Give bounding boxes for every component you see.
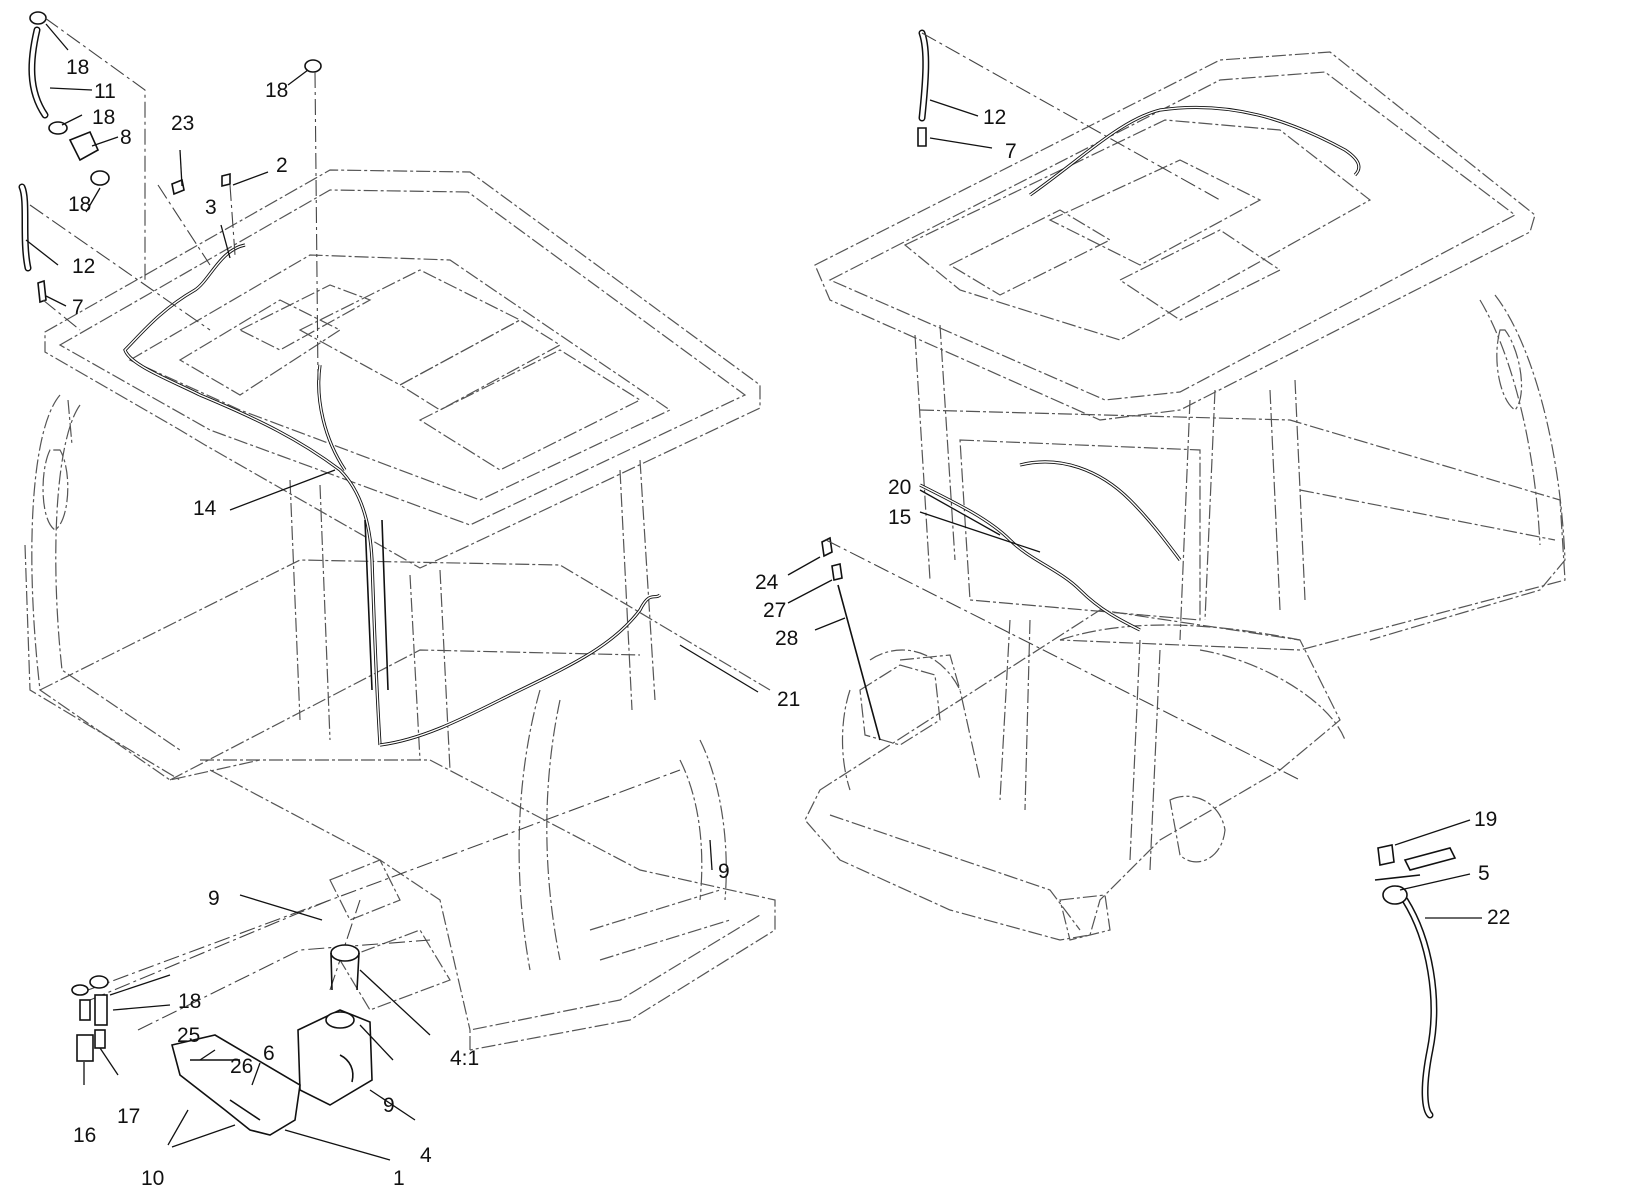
callout-label: 21: [777, 688, 800, 711]
callout-label: 6: [263, 1042, 275, 1065]
coolant-hose-route-left: [123, 243, 662, 747]
callout-label: 10: [141, 1167, 164, 1190]
callout-label: 8: [120, 126, 132, 149]
coolant-reservoir-icon: [171, 944, 373, 1136]
callout-label: 23: [171, 112, 194, 135]
callout-label: 16: [73, 1124, 96, 1147]
callout-label: 4:1: [450, 1047, 479, 1070]
overflow-hose-right: [1374, 844, 1457, 1119]
fittings-small-parts: [71, 975, 109, 1062]
callout-label: 9: [718, 860, 730, 883]
drain-line-right: [821, 536, 1301, 781]
callout-label: 9: [208, 887, 220, 910]
callout-label: 27: [763, 599, 786, 622]
hose-clamp-icon: [29, 11, 322, 186]
callout-label: 26: [230, 1055, 253, 1078]
callout-label: 28: [775, 627, 798, 650]
callout-label: 14: [193, 497, 217, 520]
callout-label: 7: [72, 296, 84, 319]
callout-labels-left: 18 11 18 8 18 12 7 18 23 2 3 14 21 9 9 1…: [66, 56, 800, 1190]
hose-icon: [28, 26, 49, 119]
coolant-hose-route-right: [919, 105, 1361, 632]
callout-label: 5: [1478, 862, 1490, 885]
callout-label: 17: [117, 1105, 140, 1128]
callout-label: 20: [888, 476, 911, 499]
callout-label: 3: [205, 196, 217, 219]
callout-label: 18: [68, 193, 91, 216]
assembly-leader-lines-left: [29, 17, 681, 1031]
callout-label: 25: [177, 1024, 200, 1047]
callout-label: 2: [276, 154, 288, 177]
hose-12-right: [917, 29, 1221, 201]
callout-label: 18: [178, 990, 201, 1013]
callout-label: 12: [983, 106, 1006, 129]
callout-label: 18: [265, 79, 288, 102]
callout-label: 7: [1005, 140, 1017, 163]
hose-12-left: [18, 183, 47, 304]
callout-label: 4: [420, 1144, 432, 1167]
callout-label: 19: [1474, 808, 1497, 831]
callout-label: 11: [94, 80, 116, 103]
callout-label: 1: [393, 1167, 405, 1190]
callout-labels-right: 12 7 20 15 24 27 28 19 5 22: [755, 106, 1510, 929]
fitting-icon: [68, 130, 231, 196]
vehicle-frame-rops-cooling-assembly-icon: [24, 169, 776, 1051]
callout-label: 15: [888, 506, 911, 529]
callout-label: 9: [383, 1094, 395, 1117]
callout-label: 18: [92, 106, 115, 129]
callout-label: 18: [66, 56, 89, 79]
callout-label: 12: [72, 255, 95, 278]
callout-label: 22: [1487, 906, 1510, 929]
vehicle-frame-rear-view-assembly-icon: [804, 51, 1566, 941]
callout-label: 24: [755, 571, 779, 594]
callout-leaders: [25, 23, 1482, 1161]
